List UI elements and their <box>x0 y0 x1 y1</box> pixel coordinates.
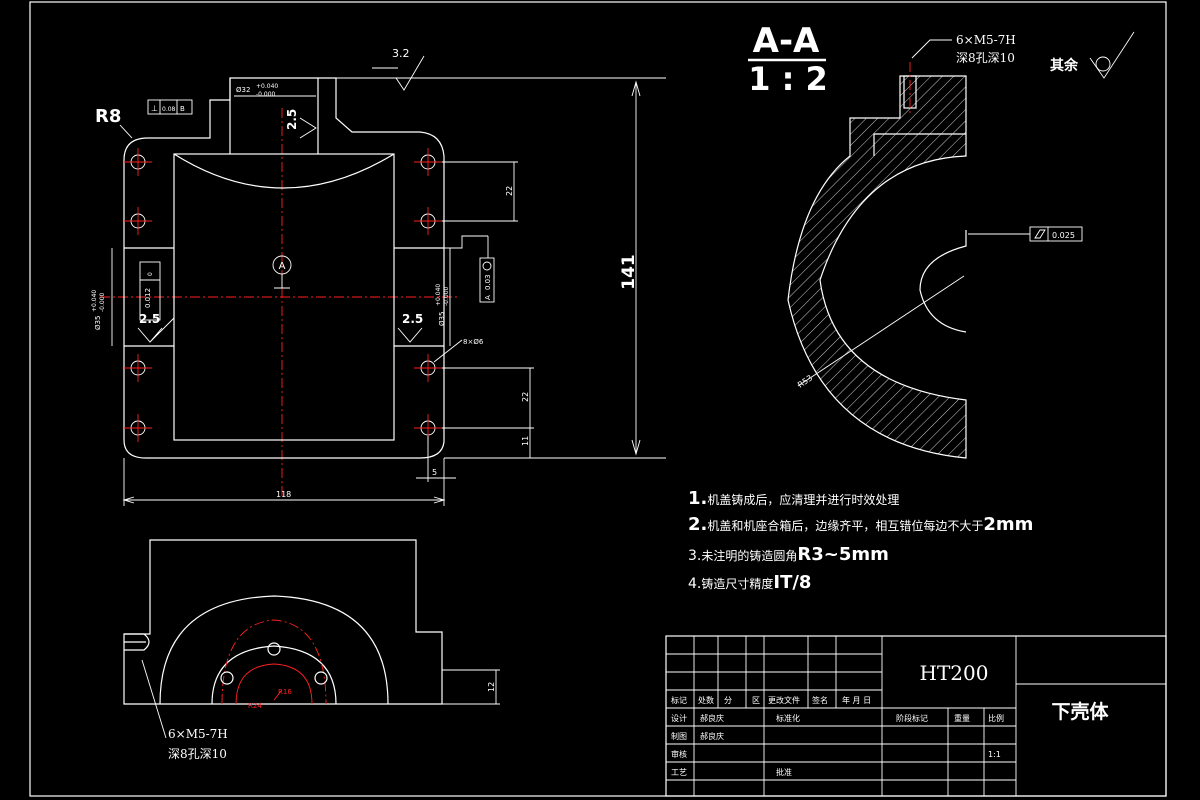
section-thread-count: 6×M5-7H <box>956 33 1016 47</box>
flatness-frame <box>1029 226 1083 242</box>
svg-text:分: 分 <box>724 696 732 705</box>
section-radius: R53 <box>796 373 814 389</box>
svg-text:处数: 处数 <box>698 695 714 705</box>
section-title: A-A <box>753 21 820 61</box>
top-view: 141 3.2 ⊥ 0.08 B R8 Ø32 +0.040 -0.000 2.… <box>91 47 666 506</box>
svg-text:0.012: 0.012 <box>144 288 152 308</box>
side-bosses <box>124 247 444 347</box>
perp-tol: 0.08 <box>162 106 176 113</box>
note-4: 4.铸造尺寸精度IT/8 <box>688 572 811 593</box>
dim-22-bottom: 22 <box>521 392 530 402</box>
section-a-a: A-A 1 : 2 其余 6×M5-7H 深8孔深10 0.025 R53 <box>748 21 1135 459</box>
svg-text:+0.040: +0.040 <box>435 284 442 306</box>
left-flat-frame <box>139 261 161 321</box>
front-view: R16 R24 6×M5-7H 深8孔深10 12 <box>123 539 500 761</box>
svg-text:区: 区 <box>752 696 760 705</box>
svg-text:0.03: 0.03 <box>484 274 492 290</box>
svg-text:1:1: 1:1 <box>988 750 1001 759</box>
roughness-top: 3.2 <box>392 47 410 60</box>
svg-text:⊥: ⊥ <box>151 104 158 113</box>
svg-text:审核: 审核 <box>671 749 687 759</box>
flange-outline <box>123 77 445 459</box>
front-thread-count: 6×M5-7H <box>168 727 228 741</box>
datum-a: A <box>279 261 286 272</box>
dim-5: 5 <box>432 468 437 477</box>
svg-text:-0.000: -0.000 <box>256 91 276 98</box>
title-block: HT200 下壳体 标记 处数 分 区 更改文件 签名 年 月 日 设计 郝良庆… <box>665 635 1167 797</box>
inner-cavity <box>173 153 395 441</box>
bore-dim-top: Ø32 <box>236 86 250 94</box>
dim-11: 11 <box>521 436 530 446</box>
roughness-bore: 2.5 <box>285 109 299 130</box>
front-thread-depth: 深8孔深10 <box>168 747 227 761</box>
svg-text:年 月 日: 年 月 日 <box>842 695 871 705</box>
perp-datum: B <box>180 105 185 113</box>
svg-text:-0.000: -0.000 <box>443 286 450 306</box>
roughness-left: 2.5 <box>139 312 160 326</box>
bore-dim-right: Ø35 <box>438 312 446 326</box>
svg-text:标记: 标记 <box>671 695 687 705</box>
hole-callout: 8×Ø6 <box>463 338 484 346</box>
dim-12: 12 <box>487 682 496 692</box>
svg-text:阶段标记: 阶段标记 <box>896 713 928 723</box>
section-inner-bore <box>919 230 967 333</box>
technical-notes: 1.机盖铸成后，应清理并进行时效处理 2.机盖和机座合箱后，边缘齐平，相互错位每… <box>688 488 1033 593</box>
dim-22-top: 22 <box>505 186 514 196</box>
front-outline <box>123 539 443 705</box>
note-1: 1.机盖铸成后，应清理并进行时效处理 <box>688 488 899 509</box>
bolt-holes <box>124 148 442 442</box>
dim-141: 141 <box>619 254 639 290</box>
svg-text:制图: 制图 <box>671 731 687 741</box>
svg-text:-0.000: -0.000 <box>99 292 106 312</box>
svg-text:设计: 设计 <box>671 713 687 723</box>
svg-text:+0.040: +0.040 <box>91 290 98 312</box>
note-3: 3.未注明的铸造圆角R3~5mm <box>688 544 889 565</box>
svg-text:A: A <box>484 295 492 300</box>
material: HT200 <box>920 661 989 685</box>
svg-text:批准: 批准 <box>776 767 792 777</box>
front-bore-arc <box>211 645 337 705</box>
front-radius-a: R16 <box>278 688 292 696</box>
svg-text:郝良庆: 郝良庆 <box>700 731 724 741</box>
bore-dim-left: Ø35 <box>94 316 102 330</box>
roughness-symbol <box>1095 56 1111 72</box>
svg-text:标准化: 标准化 <box>776 713 800 723</box>
svg-text:签名: 签名 <box>812 695 828 705</box>
bearing-boss <box>229 78 319 154</box>
front-radius-b: R24 <box>248 702 262 710</box>
section-scale: 1 : 2 <box>748 60 828 98</box>
section-thread-depth: 深8孔深10 <box>956 51 1015 65</box>
front-hole <box>220 671 234 685</box>
section-hatched-body <box>787 75 967 459</box>
fillet-r8: R8 <box>95 106 121 127</box>
note-2: 2.机盖和机座合箱后，边缘齐平，相互错位每边不大于2mm <box>688 514 1033 535</box>
other-roughness: 其余 <box>1050 57 1079 74</box>
front-outer-arc <box>159 595 389 705</box>
roughness-right: 2.5 <box>402 312 423 326</box>
svg-text:工艺: 工艺 <box>671 768 687 777</box>
svg-text:重量: 重量 <box>954 713 970 723</box>
svg-text:+0.040: +0.040 <box>256 83 278 90</box>
dim-118: 118 <box>276 490 291 499</box>
front-hole <box>314 671 328 685</box>
svg-text:更改文件: 更改文件 <box>768 695 800 705</box>
svg-text:比例: 比例 <box>988 713 1004 723</box>
part-name: 下壳体 <box>1051 700 1109 723</box>
svg-text:0: 0 <box>147 272 154 276</box>
flatness-value: 0.025 <box>1052 231 1075 240</box>
svg-text:郝良庆: 郝良庆 <box>700 713 724 723</box>
perpendicularity-frame <box>147 99 193 115</box>
coaxiality-frame <box>479 257 495 303</box>
front-hole <box>267 642 281 656</box>
bore-arc <box>173 153 395 189</box>
sheet-border <box>29 1 1167 797</box>
